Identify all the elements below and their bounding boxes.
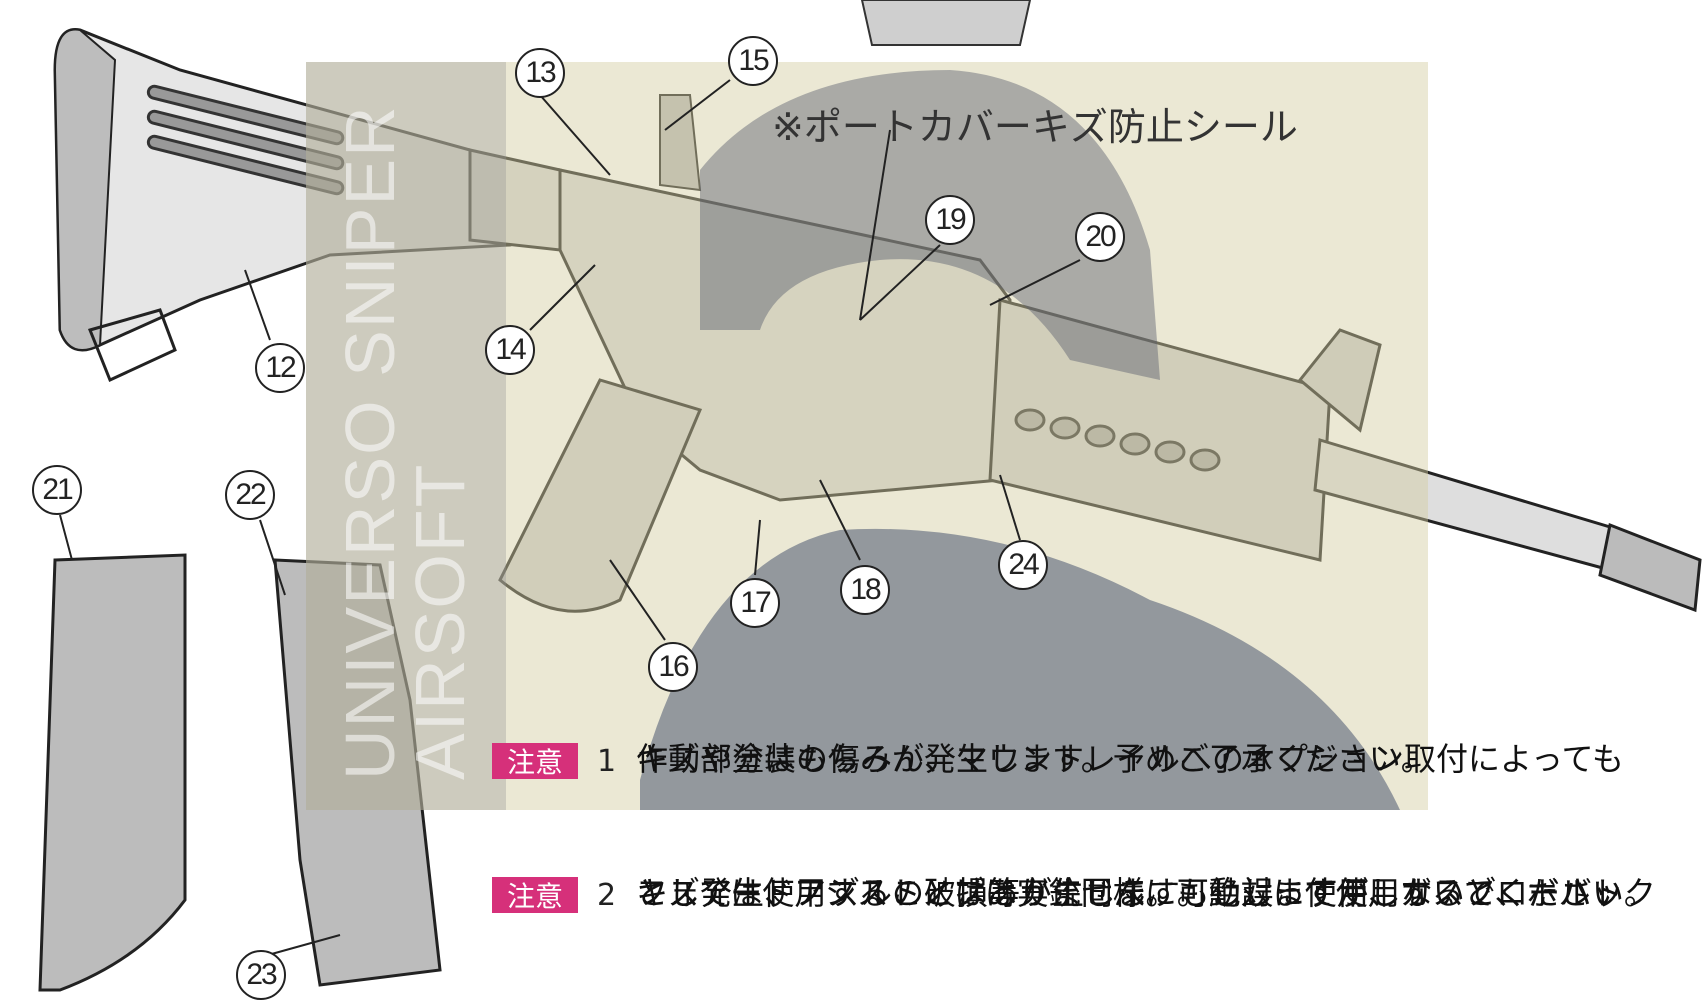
callout-14: 14	[485, 325, 535, 375]
caution-badge-2: 注意	[492, 877, 578, 913]
sling-loop	[87, 308, 177, 383]
callout-21: 21	[32, 465, 82, 515]
photo-overlay-side	[306, 62, 506, 810]
notice-1-line-2: キズや塗装の傷みが発生します。予めご了承ください。	[636, 740, 1433, 778]
callout-15: 15	[728, 36, 778, 86]
callout-23: 23	[236, 950, 286, 1000]
magazine-22	[273, 558, 442, 987]
notice-2-line-3: キズ発生、ノズルの破損等が生じます。絶対に使用しないでください。	[636, 874, 1656, 912]
notice-2-line-2: としては使用することはありません。もし誤って使用すると、ボルト	[636, 874, 1623, 912]
callout-19: 19	[925, 195, 975, 245]
photo-overlay	[306, 62, 1428, 810]
callout-24: 24	[998, 540, 1048, 590]
notice-1-line-1: 作動部分はもちろん、マウントレイルへのオプション取付によっても	[636, 740, 1624, 778]
magazine-21	[38, 553, 187, 992]
magazine-top-fragment	[860, 0, 1032, 46]
callout-13: 13	[515, 48, 565, 98]
notice-2-line-1: フォアードアシストノブは実銃同様に可動しますが、ガスブローバック	[636, 874, 1656, 912]
callout-22: 22	[225, 470, 275, 520]
stock-butt	[53, 28, 117, 351]
flash-hider	[1598, 522, 1702, 613]
callout-12: 12	[255, 343, 305, 393]
callout-20: 20	[1075, 212, 1125, 262]
handguard	[988, 298, 1332, 562]
notice-1-number: 1	[597, 744, 617, 779]
port-cover-seal-label: ※ポートカバーキズ防止シール	[772, 105, 1298, 149]
front-sight	[1297, 328, 1382, 433]
callout-18: 18	[840, 565, 890, 615]
pistol-grip	[498, 378, 703, 613]
notice-2-number: 2	[597, 878, 617, 913]
caution-badge-1: 注意	[492, 743, 578, 779]
callout-16: 16	[648, 642, 698, 692]
rear-sight	[659, 94, 702, 192]
callout-17: 17	[730, 578, 780, 628]
